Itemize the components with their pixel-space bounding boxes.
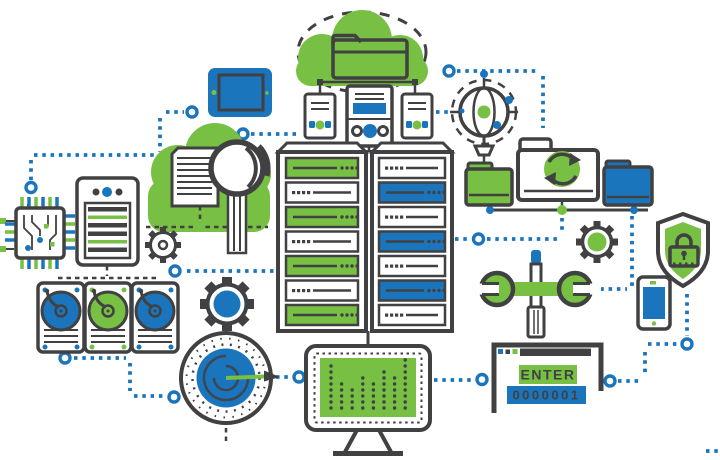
enter-button bbox=[519, 365, 577, 384]
magnifier-icon bbox=[208, 139, 271, 255]
gauge-needle bbox=[225, 374, 265, 380]
connector-node bbox=[471, 232, 486, 246]
code-field bbox=[507, 386, 586, 404]
cpu-chip-icon bbox=[0, 197, 75, 269]
chip-pins bbox=[5, 197, 75, 269]
network-globe-icon bbox=[450, 70, 518, 163]
gear-blue-icon bbox=[200, 277, 254, 331]
monitor-chart-dots bbox=[329, 358, 407, 410]
server-rack-left bbox=[274, 141, 370, 333]
connector-node bbox=[292, 370, 306, 384]
gear-small-icon bbox=[145, 227, 181, 263]
main-server-icon bbox=[345, 84, 394, 148]
performance-gauge-icon bbox=[179, 331, 280, 425]
padlock-icon bbox=[668, 233, 700, 268]
server-rack-right bbox=[368, 141, 456, 333]
connector-node bbox=[185, 105, 199, 119]
folder-green-icon bbox=[464, 161, 514, 207]
window-dot-blue bbox=[498, 349, 503, 354]
wrench-icon bbox=[471, 270, 601, 308]
document-icon bbox=[170, 146, 220, 208]
gear-green-icon bbox=[576, 221, 618, 263]
dashed-connectors bbox=[24, 64, 719, 453]
search-cloud-icon bbox=[146, 123, 271, 255]
connector-node bbox=[168, 264, 182, 278]
connector-node bbox=[475, 372, 489, 387]
window-dot-green bbox=[512, 349, 518, 354]
connector-node bbox=[58, 351, 72, 365]
connector-node bbox=[442, 64, 456, 78]
connector-node bbox=[603, 374, 617, 388]
folder-icon bbox=[331, 33, 409, 80]
monitor-icon bbox=[304, 344, 432, 456]
enter-button-label: ENTER bbox=[521, 367, 576, 383]
tower-server-icon bbox=[75, 176, 140, 267]
connector-node bbox=[167, 390, 181, 404]
hdd-icon-2 bbox=[83, 281, 133, 354]
connector-node bbox=[680, 337, 694, 351]
smartphone-icon bbox=[636, 275, 672, 331]
code-field-value: 0000001 bbox=[512, 388, 580, 403]
window-address-bar bbox=[520, 348, 591, 356]
folder-sync-icon bbox=[516, 137, 600, 202]
hdd-icon-3 bbox=[130, 281, 180, 354]
cloud-folder-icon bbox=[296, 10, 428, 94]
folder-blue-icon bbox=[602, 159, 654, 207]
login-window: ENTER 0000001 bbox=[491, 342, 604, 413]
window-dot-dark bbox=[505, 349, 510, 354]
monitor-screen bbox=[320, 358, 416, 417]
shield-lock-icon bbox=[656, 211, 710, 289]
tablet-icon bbox=[208, 68, 272, 117]
connector-node bbox=[24, 180, 38, 195]
small-server-left-icon bbox=[303, 92, 337, 140]
hdd-icon-1 bbox=[36, 281, 86, 354]
small-server-right-icon bbox=[400, 92, 434, 140]
